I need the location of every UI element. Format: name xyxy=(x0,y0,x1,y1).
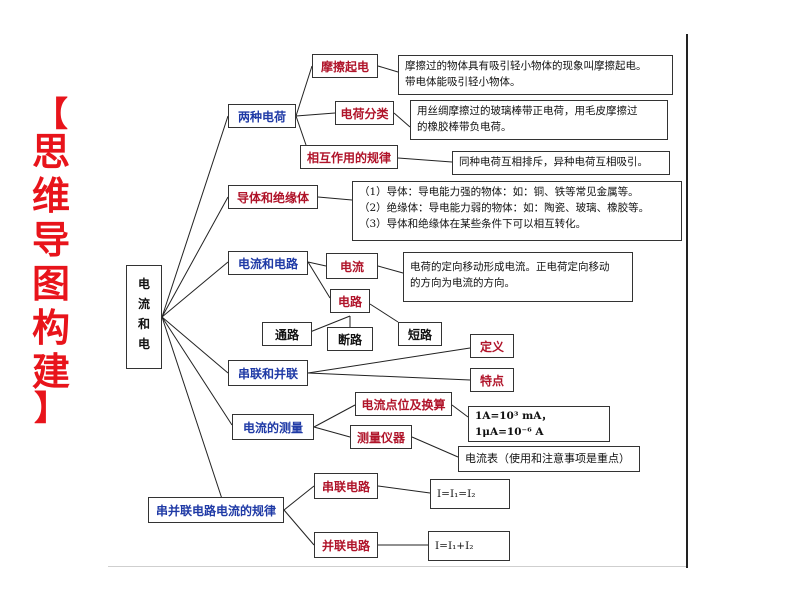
connector xyxy=(307,347,471,374)
desc-parallel-formula: I=I₁+I₂ xyxy=(428,531,510,561)
side-title-char: 图 xyxy=(31,262,70,306)
side-title-char: 构 xyxy=(31,306,70,350)
desc-unit: 1A=10³ mA，1μA=10⁻⁶ A xyxy=(468,406,610,442)
side-title-close-bracket: 】 xyxy=(34,389,68,429)
connector xyxy=(161,316,226,509)
node-friction-charge: 摩擦起电 xyxy=(312,54,378,78)
root-char: 电 xyxy=(137,337,150,351)
desc-current: 电荷的定向移动形成电流。正电荷定向移动 的方向为电流的方向。 xyxy=(403,252,633,302)
node-open-path: 通路 xyxy=(262,322,312,346)
desc-line: （2）绝缘体：导电能力弱的物体：如：陶瓷、玻璃、橡胶等。 xyxy=(359,202,650,214)
node-conductor-insulator: 导体和绝缘体 xyxy=(228,185,318,209)
side-title-char: 思 xyxy=(31,130,70,174)
connector xyxy=(451,404,469,418)
node-two-charges: 两种电荷 xyxy=(228,104,296,128)
desc-line: 的方向为电流的方向。 xyxy=(410,277,515,289)
node-interaction-rule: 相互作用的规律 xyxy=(300,145,398,169)
side-title-open-bracket: 【 xyxy=(34,95,68,135)
root-node: 电 流 和 电 xyxy=(126,265,162,369)
connector xyxy=(377,485,431,494)
desc-line: 带电体能吸引轻小物体。 xyxy=(405,76,521,88)
side-title-char: 维 xyxy=(31,174,70,218)
connector xyxy=(295,65,313,117)
node-charge-types: 电荷分类 xyxy=(335,101,394,125)
connector xyxy=(369,303,399,323)
connector xyxy=(377,265,404,274)
node-instrument: 测量仪器 xyxy=(350,425,412,449)
desc-line: 同种电荷互相排斥，异种电荷互相吸引。 xyxy=(459,156,648,168)
side-title: 【 思 维 导 图 构 建 】 xyxy=(28,95,74,429)
root-char: 和 xyxy=(137,317,150,331)
connector xyxy=(161,316,233,426)
desc-line: 的橡胶棒带负电荷。 xyxy=(417,121,512,133)
connector xyxy=(313,426,351,438)
connector xyxy=(397,157,453,163)
desc-series-formula: I=I₁=I₂ xyxy=(430,479,510,509)
desc-line: 用丝绸摩擦过的玻璃棒带正电荷，用毛皮摩擦过 xyxy=(417,105,638,117)
node-short-path: 短路 xyxy=(398,322,442,346)
desc-ammeter: 电流表（使用和注意事项是重点） xyxy=(458,446,640,472)
root-char: 流 xyxy=(137,297,150,311)
connector xyxy=(283,509,315,546)
connector xyxy=(307,261,331,299)
desc-interaction: 同种电荷互相排斥，异种电荷互相吸引。 xyxy=(452,151,670,175)
connector xyxy=(161,261,229,318)
connector xyxy=(313,404,356,428)
connector xyxy=(377,65,399,73)
node-series-circuit: 串联电路 xyxy=(314,473,378,499)
node-current-measure: 电流的测量 xyxy=(232,414,314,440)
connector xyxy=(307,372,471,381)
node-parallel-circuit: 并联电路 xyxy=(314,532,378,558)
connector xyxy=(393,112,411,128)
desc-conductor: （1）导体：导电能力强的物体：如：铜、铁等常见金属等。 （2）绝缘体：导电能力弱… xyxy=(352,181,682,241)
connector xyxy=(411,436,459,458)
bottom-rule xyxy=(108,566,686,567)
connector xyxy=(161,115,229,318)
connector xyxy=(317,196,353,201)
node-definition: 定义 xyxy=(470,334,514,358)
desc-charge-types: 用丝绸摩擦过的玻璃棒带正电荷，用毛皮摩擦过 的橡胶棒带负电荷。 xyxy=(410,100,668,140)
node-rule-sp-current: 串并联电路电流的规律 xyxy=(148,497,284,523)
connector xyxy=(161,196,229,318)
connector xyxy=(307,261,327,267)
node-circuit: 电路 xyxy=(330,289,370,313)
desc-friction: 摩擦过的物体具有吸引轻小物体的现象叫摩擦起电。 带电体能吸引轻小物体。 xyxy=(398,55,673,95)
connector xyxy=(161,316,229,374)
root-char: 电 xyxy=(137,277,150,291)
right-border-line xyxy=(686,34,688,568)
node-features: 特点 xyxy=(470,368,514,392)
connector xyxy=(295,112,336,117)
node-broken-path: 断路 xyxy=(327,327,373,351)
desc-line: （3）导体和绝缘体在某些条件下可以相互转化。 xyxy=(359,218,587,230)
desc-line: 电荷的定向移动形成电流。正电荷定向移动 xyxy=(410,261,610,273)
node-current: 电流 xyxy=(326,253,378,279)
desc-line: （1）导体：导电能力强的物体：如：铜、铁等常见金属等。 xyxy=(359,186,639,198)
node-current-circuit: 电流和电路 xyxy=(228,251,308,275)
connector xyxy=(295,115,307,146)
desc-line: 摩擦过的物体具有吸引轻小物体的现象叫摩擦起电。 xyxy=(405,60,647,72)
connector xyxy=(283,485,315,511)
node-series-parallel: 串联和并联 xyxy=(228,360,308,386)
node-unit-conversion: 电流点位及换算 xyxy=(355,392,452,416)
side-title-char: 建 xyxy=(31,350,70,394)
side-title-char: 导 xyxy=(31,218,70,262)
connector xyxy=(304,315,351,335)
